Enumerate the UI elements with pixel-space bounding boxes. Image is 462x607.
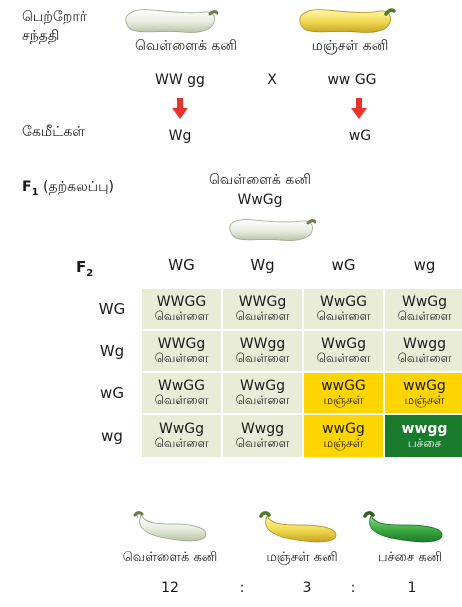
column-gamete-header: WG <box>168 256 195 274</box>
cell-phenotype: வெள்ளை <box>235 351 290 366</box>
white-squash-result-image <box>133 511 207 542</box>
green-result-label: பச்சை கனி <box>377 550 443 565</box>
cell-genotype: WwGG <box>320 294 367 311</box>
row-gamete-header: WG <box>98 300 126 318</box>
parent-generation-label: பெற்றோர் சந்ததி <box>22 8 87 46</box>
cell-genotype: wwGG <box>321 378 366 395</box>
cell-genotype: Wwgg <box>240 421 285 438</box>
cell-phenotype: வெள்ளை <box>154 309 209 324</box>
cell-phenotype: வெள்ளை <box>235 309 290 324</box>
cell-genotype: WWGg <box>157 336 206 353</box>
cell-genotype: WwGG <box>158 378 205 395</box>
cell-phenotype: வெள்ளை <box>316 309 371 324</box>
white-ratio-value: 12 <box>161 580 179 596</box>
green-squash-result-image <box>363 511 443 543</box>
yellow-parent-genotype: ww GG <box>327 72 377 88</box>
cross-symbol: X <box>267 72 277 88</box>
cell-genotype: WWGg <box>238 294 287 311</box>
cell-genotype: WwGg <box>320 336 367 353</box>
arrow-down-icon <box>351 98 367 120</box>
row-gamete-header: wG <box>100 384 124 402</box>
cell-phenotype: வெள்ளை <box>154 436 209 451</box>
green-ratio-value: 1 <box>407 580 417 596</box>
yellow-fruit-label: மஞ்சள் கனி <box>311 38 389 54</box>
ratio-separator: : <box>239 580 245 596</box>
cell-phenotype: பச்சை <box>407 436 442 451</box>
f2-subscript: 2 <box>86 268 94 279</box>
cell-phenotype: வெள்ளை <box>316 351 371 366</box>
white-result-label: வெள்ளைக் கனி <box>122 550 218 565</box>
cell-genotype: Wwgg <box>402 336 447 353</box>
cell-phenotype: மஞ்சள் <box>404 393 445 408</box>
cell-genotype: WwGg <box>158 421 205 438</box>
f2-label: F2 <box>76 258 93 279</box>
cell-phenotype: வெள்ளை <box>235 436 290 451</box>
f1-label: F1 (தற்கலப்பு) <box>22 179 114 198</box>
white-parent-genotype: WW gg <box>155 72 205 88</box>
f1-fruit-label: வெள்ளைக் கனி <box>209 172 311 188</box>
f1-white-squash-image <box>229 219 316 241</box>
cell-phenotype: வெள்ளை <box>154 351 209 366</box>
cell-genotype: wwGg <box>322 421 365 438</box>
cell-phenotype: மஞ்சள் <box>323 436 364 451</box>
f1-subscript: 1 <box>31 186 39 198</box>
cell-phenotype: வெள்ளை <box>235 393 290 408</box>
yellow-ratio-value: 3 <box>302 580 312 596</box>
ratio-separator: : <box>350 580 356 596</box>
column-gamete-header: Wg <box>250 256 275 274</box>
white-squash-image <box>125 9 218 33</box>
arrow-down-icon <box>172 98 188 120</box>
yellow-squash-result-image <box>259 511 337 543</box>
cell-genotype: WwGg <box>401 294 448 311</box>
cell-phenotype: வெள்ளை <box>154 393 209 408</box>
yellow-result-label: மஞ்சள் கனி <box>266 550 338 565</box>
gametes-label: கேமீட்கள் <box>22 124 85 140</box>
cell-genotype: WwGg <box>239 378 286 395</box>
f1-letter: F <box>22 179 32 195</box>
cell-phenotype: மஞ்சள் <box>323 393 364 408</box>
yellow-squash-image <box>299 8 396 33</box>
gamete-left: Wg <box>168 128 192 144</box>
column-gamete-header: wg <box>413 256 436 274</box>
cell-phenotype: வெள்ளை <box>397 351 452 366</box>
row-gamete-header: Wg <box>99 342 125 360</box>
cell-genotype: wwgg <box>401 421 448 438</box>
row-gamete-header: wg <box>101 427 123 445</box>
f1-genotype: WwGg <box>237 192 283 208</box>
parent-label-line2: சந்ததி <box>22 28 60 44</box>
parent-label-line1: பெற்றோர் <box>22 9 87 25</box>
cell-genotype: WWgg <box>239 336 286 353</box>
gamete-right: wG <box>348 128 372 144</box>
cell-genotype: wwGg <box>403 378 446 395</box>
cell-genotype: WWGG <box>156 294 207 311</box>
f1-selfing: (தற்கலப்பு) <box>38 179 114 195</box>
white-fruit-label: வெள்ளைக் கனி <box>135 38 237 54</box>
f2-letter: F <box>76 258 87 276</box>
column-gamete-header: wG <box>331 256 356 274</box>
cell-phenotype: வெள்ளை <box>397 309 452 324</box>
